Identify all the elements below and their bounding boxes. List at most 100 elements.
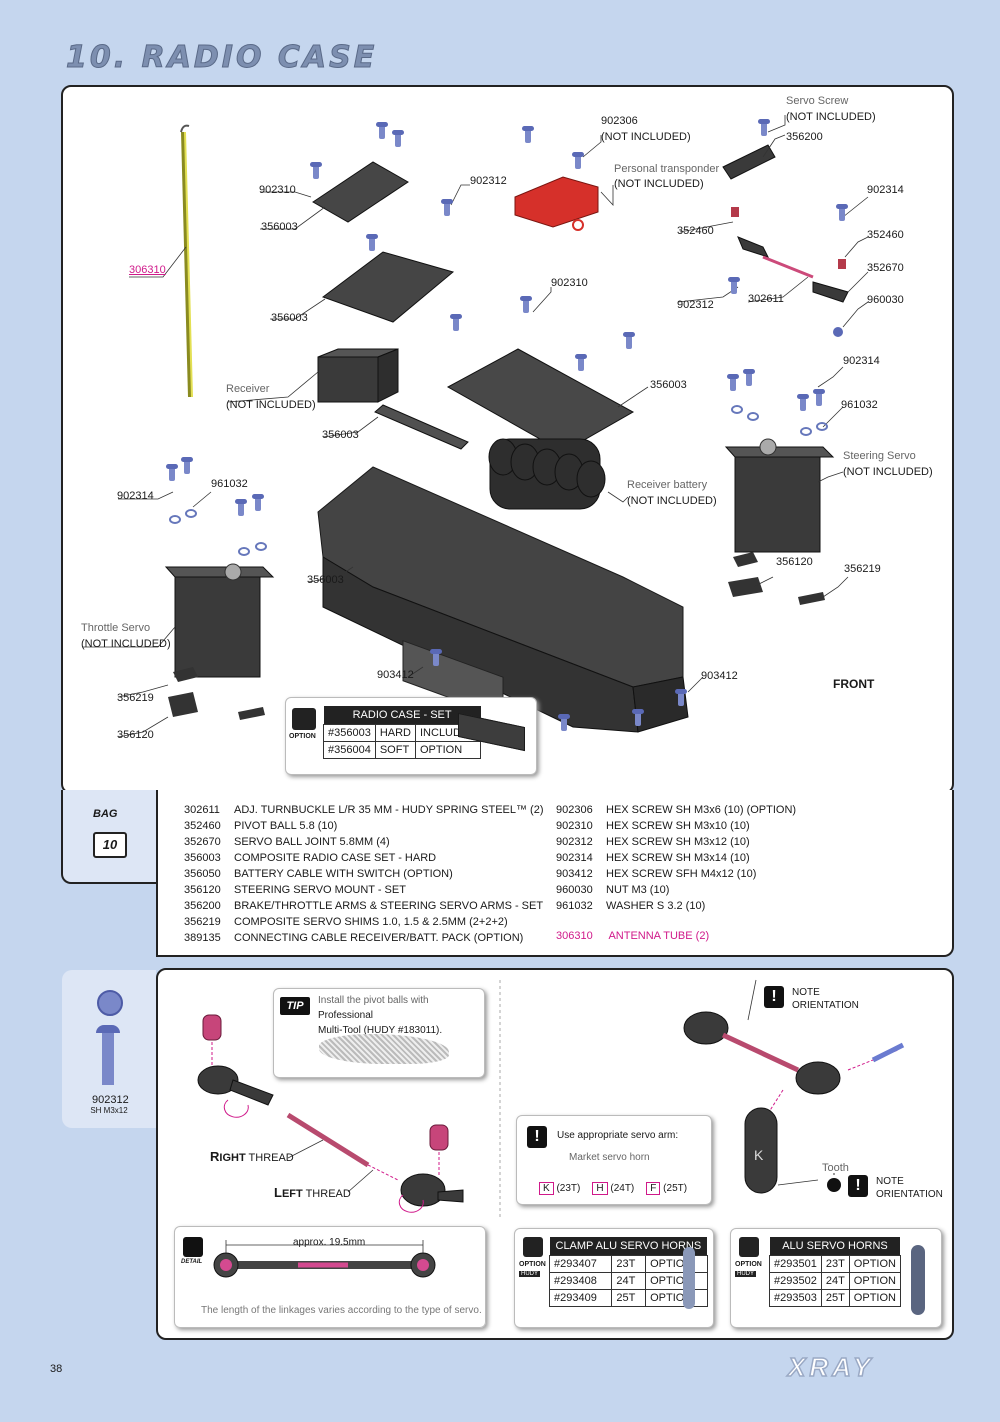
- washer-icon: [816, 422, 828, 431]
- table-row: #356004 SOFT OPTION: [323, 741, 482, 759]
- brand-logo: XRAY: [787, 1351, 875, 1383]
- diagram-label: 902310: [551, 277, 588, 289]
- diagram-label: (NOT INCLUDED): [843, 466, 933, 478]
- diagram-label: 356219: [117, 692, 154, 704]
- screw-icon: [623, 332, 635, 349]
- diagram-label: 352670: [867, 262, 904, 274]
- svg-text:K: K: [754, 1147, 764, 1163]
- warning-icon: !: [527, 1126, 547, 1148]
- screw-icon: [181, 457, 193, 474]
- diagram-label: Receiver battery: [627, 479, 708, 491]
- diagram-label: (NOT INCLUDED): [786, 111, 876, 123]
- diagram-label: 352460: [677, 225, 714, 237]
- washer-icon: [169, 515, 181, 524]
- assembly-detail-panel: K TIP Install the pivot balls with Profe…: [156, 968, 954, 1340]
- horn-option: F (25T): [646, 1182, 687, 1195]
- screw-icon: [376, 122, 388, 139]
- screw-icon: [727, 374, 739, 391]
- screw-icon: [675, 689, 687, 706]
- hudy-logo: HUDY: [735, 1271, 757, 1277]
- screw-icon: [728, 277, 740, 294]
- option-badge: OPTION: [519, 1261, 546, 1268]
- diagram-label: 903412: [377, 669, 414, 681]
- diagram-label: 352460: [867, 229, 904, 241]
- screw-icon: [96, 1025, 120, 1033]
- screw-icon: [797, 394, 809, 411]
- washer-icon: [747, 412, 759, 421]
- diagram-label: 903412: [701, 670, 738, 682]
- thumbs-up-icon: [292, 708, 316, 730]
- thumbs-up-icon: [523, 1237, 543, 1257]
- diagram-label: 960030: [867, 294, 904, 306]
- screw-icon: [520, 296, 532, 313]
- washer-icon: [800, 427, 812, 436]
- diagram-label: 356003: [271, 312, 308, 324]
- diagram-label: 902306: [601, 115, 638, 127]
- option-badge: OPTION: [735, 1261, 762, 1268]
- screw-icon: [310, 162, 322, 179]
- diagram-drawing: [83, 115, 869, 738]
- screw-icon: [575, 354, 587, 371]
- highlight-part-row: 306310 ANTENNA TUBE (2): [556, 930, 710, 942]
- warning-icon: !: [764, 986, 784, 1008]
- diagram-label: (NOT INCLUDED): [226, 399, 316, 411]
- servo-arm-text: Use appropriate servo arm:: [557, 1130, 679, 1141]
- detail-box: DETAIL approx. 19.5mm The length of the …: [174, 1226, 486, 1328]
- washer-icon: [185, 509, 197, 518]
- diagram-label: 356003: [307, 574, 344, 586]
- screw-icon: [558, 714, 570, 731]
- table-header: CLAMP ALU SERVO HORNS: [549, 1237, 708, 1256]
- front-label: FRONT: [833, 677, 875, 691]
- thumbs-up-icon: [739, 1237, 759, 1257]
- horn-option: H (24T): [592, 1182, 634, 1195]
- diagram-label: 961032: [211, 478, 248, 490]
- diagram-label: (NOT INCLUDED): [627, 495, 717, 507]
- screw-head-icon: [97, 990, 123, 1016]
- screw-icon: [522, 126, 534, 143]
- detail-measure: approx. 19.5mm: [293, 1237, 366, 1248]
- horn-option: K (23T): [539, 1182, 580, 1195]
- diagram-label: 302611: [748, 293, 784, 305]
- screw-icon: [836, 204, 848, 221]
- diagram-label: 356003: [650, 379, 687, 391]
- diagram-label: 902312: [470, 175, 507, 187]
- screw-icon: [235, 499, 247, 516]
- screw-code: 902312: [92, 1094, 129, 1106]
- diagram-label: 902310: [259, 184, 296, 196]
- diagram-label: Throttle Servo: [81, 622, 151, 634]
- screw-icon: [392, 130, 404, 147]
- diagram-label: 902314: [117, 490, 154, 502]
- page-title: 10. RADIO CASE: [65, 40, 378, 76]
- screw-icon: [743, 369, 755, 386]
- diagram-label: 902312: [677, 299, 714, 311]
- diagram-label: Servo Screw: [786, 95, 849, 107]
- assembly-drawing: K: [197, 979, 905, 1278]
- diagram-label: 356120: [117, 729, 154, 741]
- screw-icon: [813, 389, 825, 406]
- diagram-label: 902314: [843, 355, 880, 367]
- screw-icon: [252, 494, 264, 511]
- servo-horn-image: [911, 1245, 925, 1315]
- diagram-label: 356200: [786, 131, 823, 143]
- screw-reference: 902312 SH M3x12: [62, 970, 156, 1128]
- screw-icon: [166, 464, 178, 481]
- table-header: RADIO CASE - SET: [323, 706, 481, 725]
- radio-case-option-table: RADIO CASE - SET #356003 HARD INCLUDED #…: [323, 706, 482, 759]
- exploded-diagram-panel: Servo Screw (NOT INCLUDED) 356200 902306…: [61, 85, 954, 794]
